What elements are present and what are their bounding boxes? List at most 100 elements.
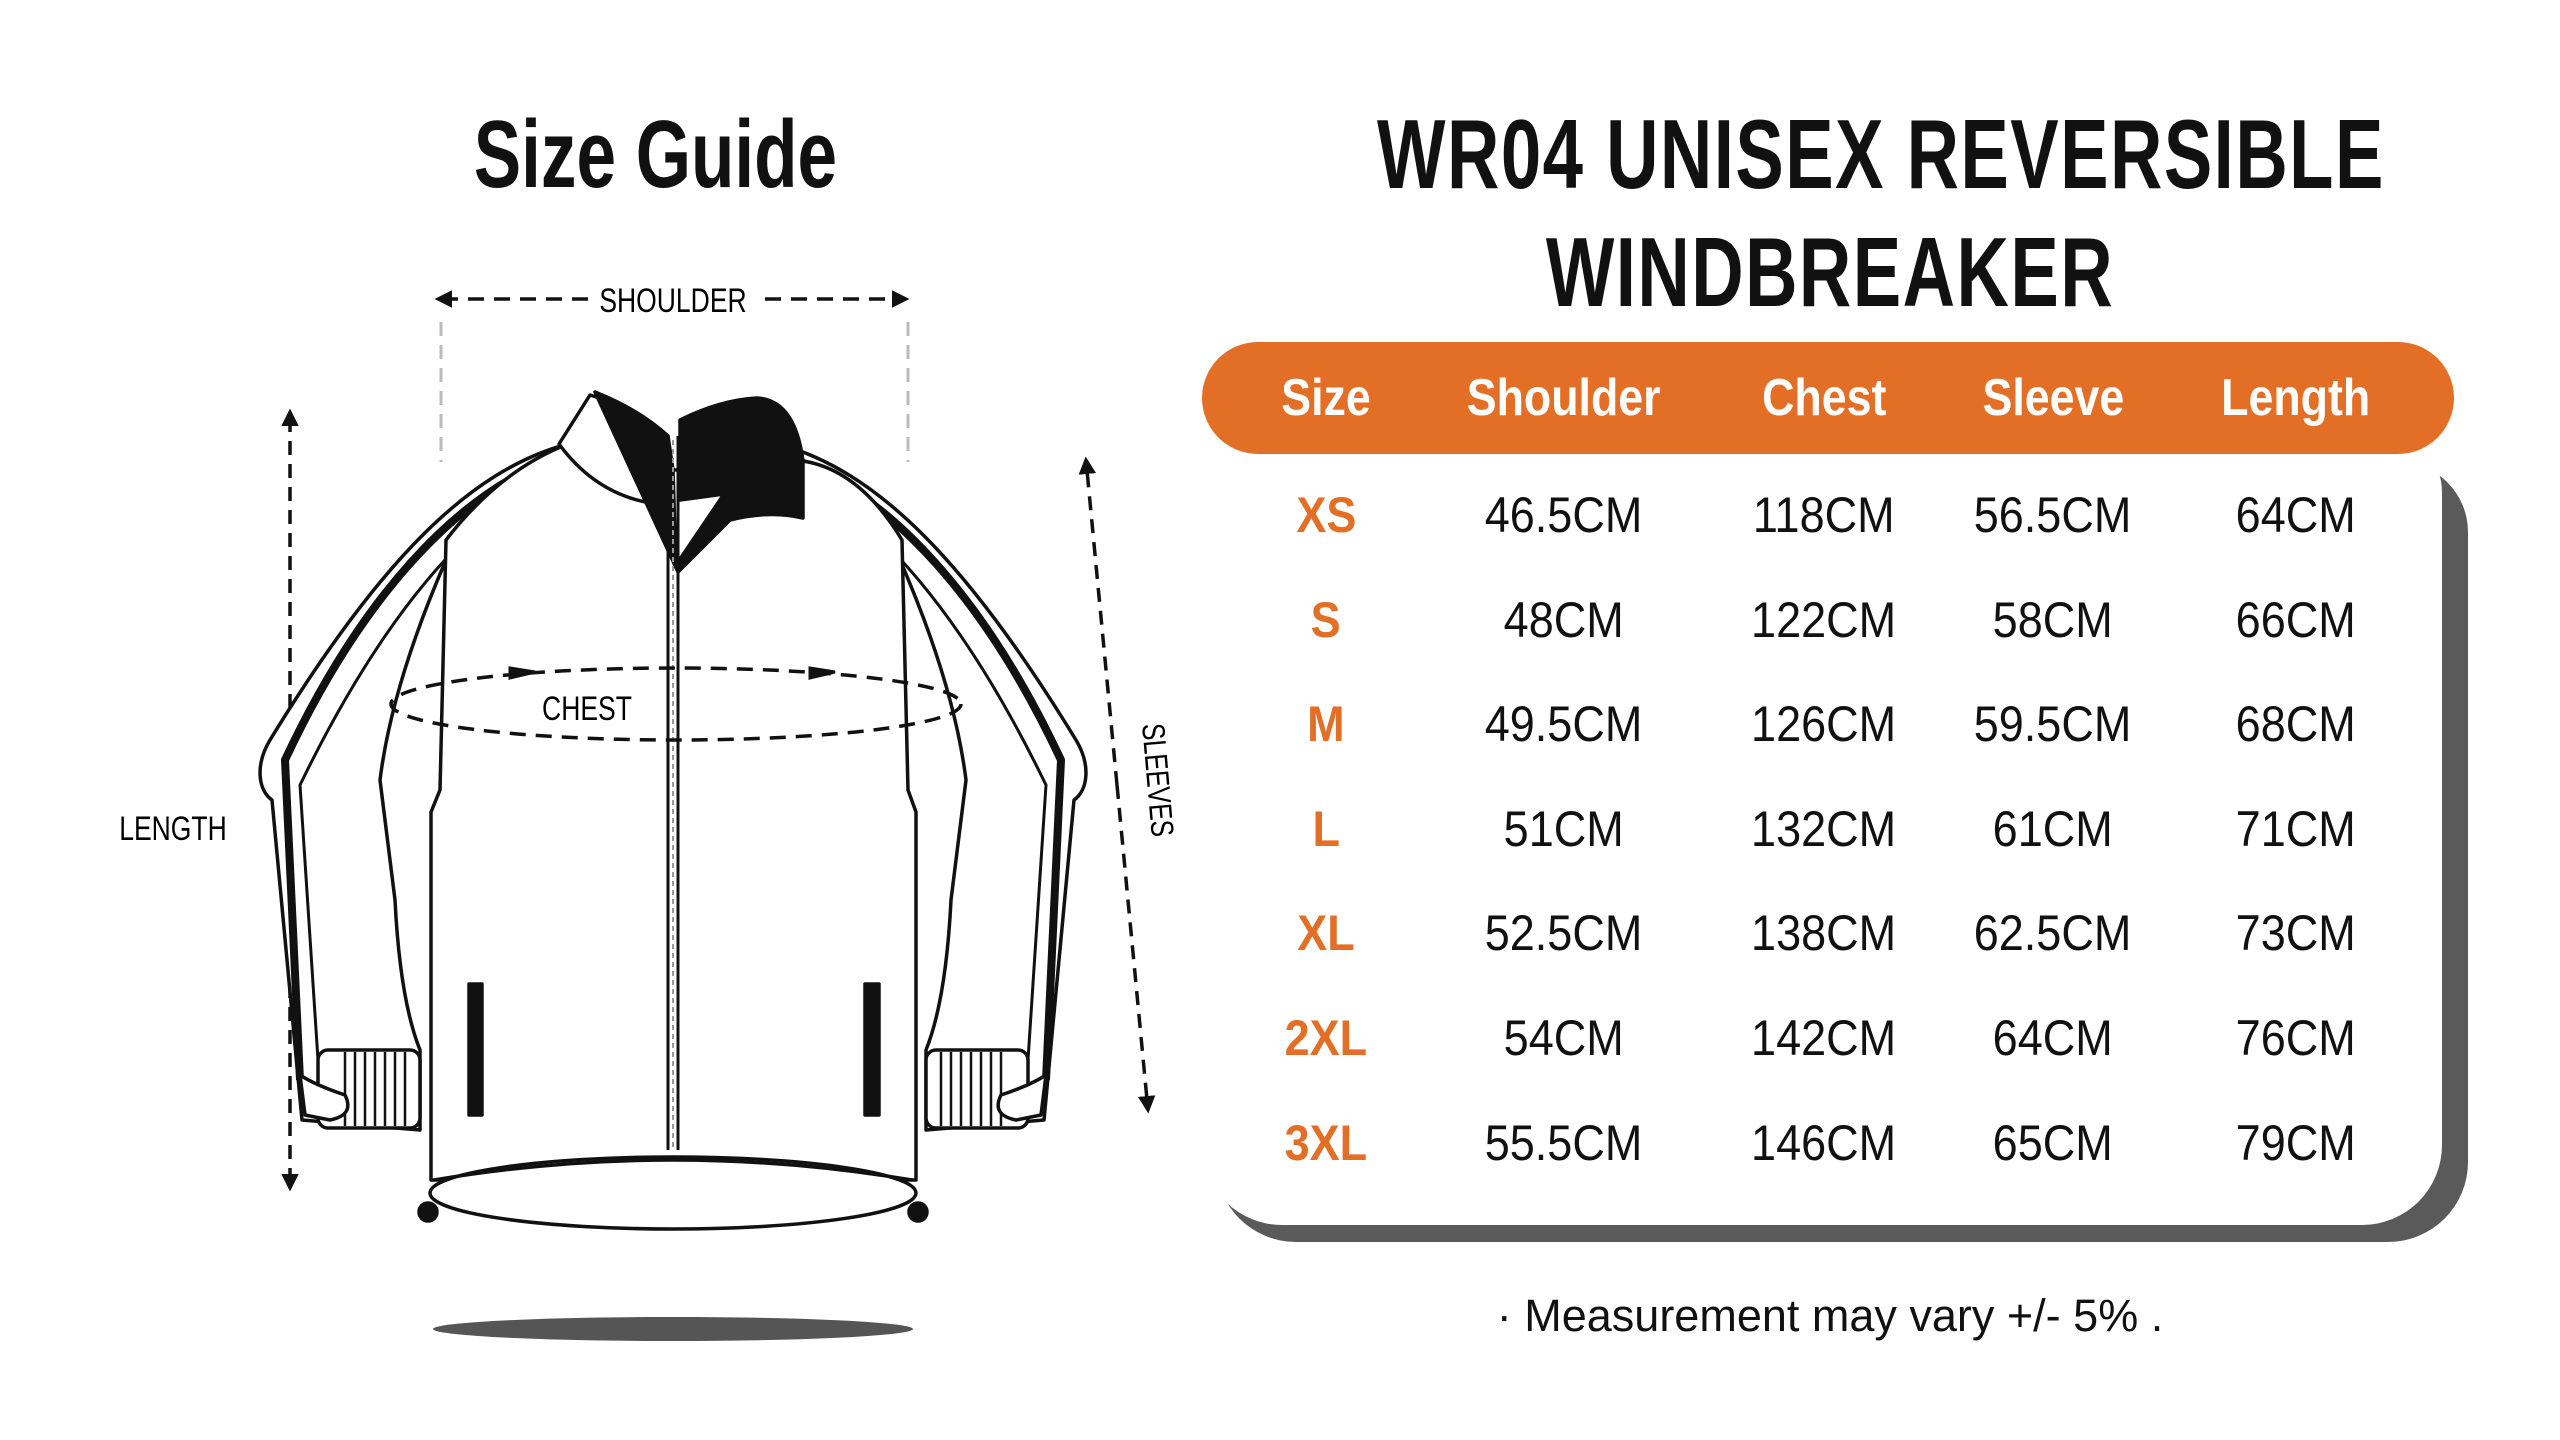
cell-text: 55.5CM (1485, 1115, 1643, 1171)
measurement-cell: 132CM (1704, 779, 1944, 879)
measurement-cell: 51CM (1444, 779, 1684, 879)
cell-text: S (1310, 592, 1342, 648)
cell-text: 142CM (1751, 1010, 1897, 1066)
table-row: 3XL 55.5CM 146CM 65CM 79CM (1202, 1093, 2454, 1193)
chest-measure: CHEST (389, 666, 963, 742)
cell-text: 64CM (2235, 487, 2357, 543)
cell-text: 146CM (1751, 1115, 1897, 1171)
measurement-cell: 46.5CM (1444, 465, 1684, 565)
column-header-chest: Chest (1704, 342, 1944, 454)
cell-text: 71CM (2235, 801, 2357, 857)
measurement-note: · Measurement may vary +/- 5% . (1496, 1290, 2164, 1341)
shoulder-measure: SHOULDER (434, 282, 910, 462)
measurement-cell: 79CM (2176, 1093, 2416, 1193)
measurement-cell: 54CM (1444, 988, 1684, 1088)
size-cell: S (1206, 570, 1446, 670)
right-collar (593, 390, 805, 574)
size-cell: M (1206, 674, 1446, 774)
measurement-cell: 126CM (1704, 674, 1944, 774)
column-header-label: Size (1281, 369, 1371, 427)
chest-label: CHEST (542, 690, 632, 728)
table-row: L 51CM 132CM 61CM 71CM (1202, 779, 2454, 879)
size-cell: 2XL (1206, 988, 1446, 1088)
sleeves-measure: SLEEVES (1078, 456, 1180, 1114)
cell-text: 56.5CM (1974, 487, 2132, 543)
column-header-size: Size (1206, 342, 1446, 454)
shoulder-label: SHOULDER (599, 282, 746, 320)
measurement-cell: 68CM (2176, 674, 2416, 774)
measurement-cell: 73CM (2176, 883, 2416, 983)
measurement-cell: 76CM (2176, 988, 2416, 1088)
left-pocket (467, 982, 484, 1117)
column-header-label: Sleeve (1982, 369, 2124, 427)
column-header-label: Length (2221, 369, 2371, 427)
cell-text: 122CM (1751, 592, 1897, 648)
jacket-diagram: SHOULDER LENGTH SLEEVES (119, 282, 1180, 1341)
table-row: XS 46.5CM 118CM 56.5CM 64CM (1202, 465, 2454, 565)
measurement-cell: 62.5CM (1933, 883, 2173, 983)
size-cell: 3XL (1206, 1093, 1446, 1193)
cell-text: 132CM (1751, 801, 1897, 857)
measurement-cell: 118CM (1704, 465, 1944, 565)
cell-text: M (1307, 696, 1345, 752)
cell-text: 79CM (2235, 1115, 2357, 1171)
size-cell: XL (1206, 883, 1446, 983)
product-title: WR04 UNISEX REVERSIBLE WINDBREAKER (1200, 95, 2460, 331)
cell-text: 3XL (1284, 1115, 1368, 1171)
size-table: Size Shoulder Chest Sleeve Length XS 46.5CM 11… (1202, 342, 2468, 1242)
cell-text: 76CM (2235, 1010, 2357, 1066)
measurement-cell: 122CM (1704, 570, 1944, 670)
measurement-cell: 65CM (1933, 1093, 2173, 1193)
measurement-cell: 142CM (1704, 988, 1944, 1088)
product-title-line1: WR04 UNISEX REVERSIBLE (1377, 99, 2385, 209)
cell-text: 48CM (1503, 592, 1625, 648)
measurement-cell: 56.5CM (1933, 465, 2173, 565)
cell-text: 138CM (1751, 905, 1897, 961)
cell-text: 54CM (1503, 1010, 1625, 1066)
size-guide-title: Size Guide (473, 101, 837, 208)
measurement-cell: 64CM (2176, 465, 2416, 565)
cell-text: 68CM (2235, 696, 2357, 752)
cell-text: 58CM (1992, 592, 2114, 648)
table-row: M 49.5CM 126CM 59.5CM 68CM (1202, 674, 2454, 774)
sleeves-label: SLEEVES (1134, 722, 1179, 838)
measurement-cell: 138CM (1704, 883, 1944, 983)
measurement-cell: 58CM (1933, 570, 2173, 670)
cell-text: 51CM (1503, 801, 1625, 857)
measurement-cell: 52.5CM (1444, 883, 1684, 983)
cell-text: 64CM (1992, 1010, 2114, 1066)
cell-text: 2XL (1284, 1010, 1368, 1066)
cell-text: 65CM (1992, 1115, 2114, 1171)
cell-text: 62.5CM (1974, 905, 2132, 961)
size-cell: L (1206, 779, 1446, 879)
table-row: 2XL 54CM 142CM 64CM 76CM (1202, 988, 2454, 1088)
cell-text: 59.5CM (1974, 696, 2132, 752)
length-label: LENGTH (119, 810, 227, 848)
table-row: XL 52.5CM 138CM 62.5CM 73CM (1202, 883, 2454, 983)
jacket-shadow (433, 1317, 913, 1341)
length-measure: LENGTH (119, 408, 299, 1192)
cell-text: 126CM (1751, 696, 1897, 752)
product-title-line2: WINDBREAKER (1545, 217, 2115, 327)
measurement-cell: 61CM (1933, 779, 2173, 879)
jacket-hem (428, 1155, 918, 1231)
column-header-length: Length (2176, 342, 2416, 454)
cell-text: 118CM (1753, 487, 1895, 543)
cell-text: 66CM (2235, 592, 2357, 648)
cell-text: L (1312, 801, 1340, 857)
column-header-label: Shoulder (1467, 369, 1661, 427)
column-header-sleeve: Sleeve (1933, 342, 2173, 454)
cell-text: 46.5CM (1485, 487, 1643, 543)
measurement-cell: 49.5CM (1444, 674, 1684, 774)
size-cell: XS (1206, 465, 1446, 565)
measurement-cell: 146CM (1704, 1093, 1944, 1193)
cell-text: XL (1297, 905, 1355, 961)
measurement-cell: 71CM (2176, 779, 2416, 879)
cell-text: 61CM (1992, 801, 2114, 857)
cell-text: 52.5CM (1485, 905, 1643, 961)
cell-text: XS (1295, 487, 1357, 543)
jacket-illustration (258, 390, 1088, 1231)
measurement-cell: 59.5CM (1933, 674, 2173, 774)
measurement-cell: 66CM (2176, 570, 2416, 670)
table-header: Size Shoulder Chest Sleeve Length (1202, 342, 2454, 454)
